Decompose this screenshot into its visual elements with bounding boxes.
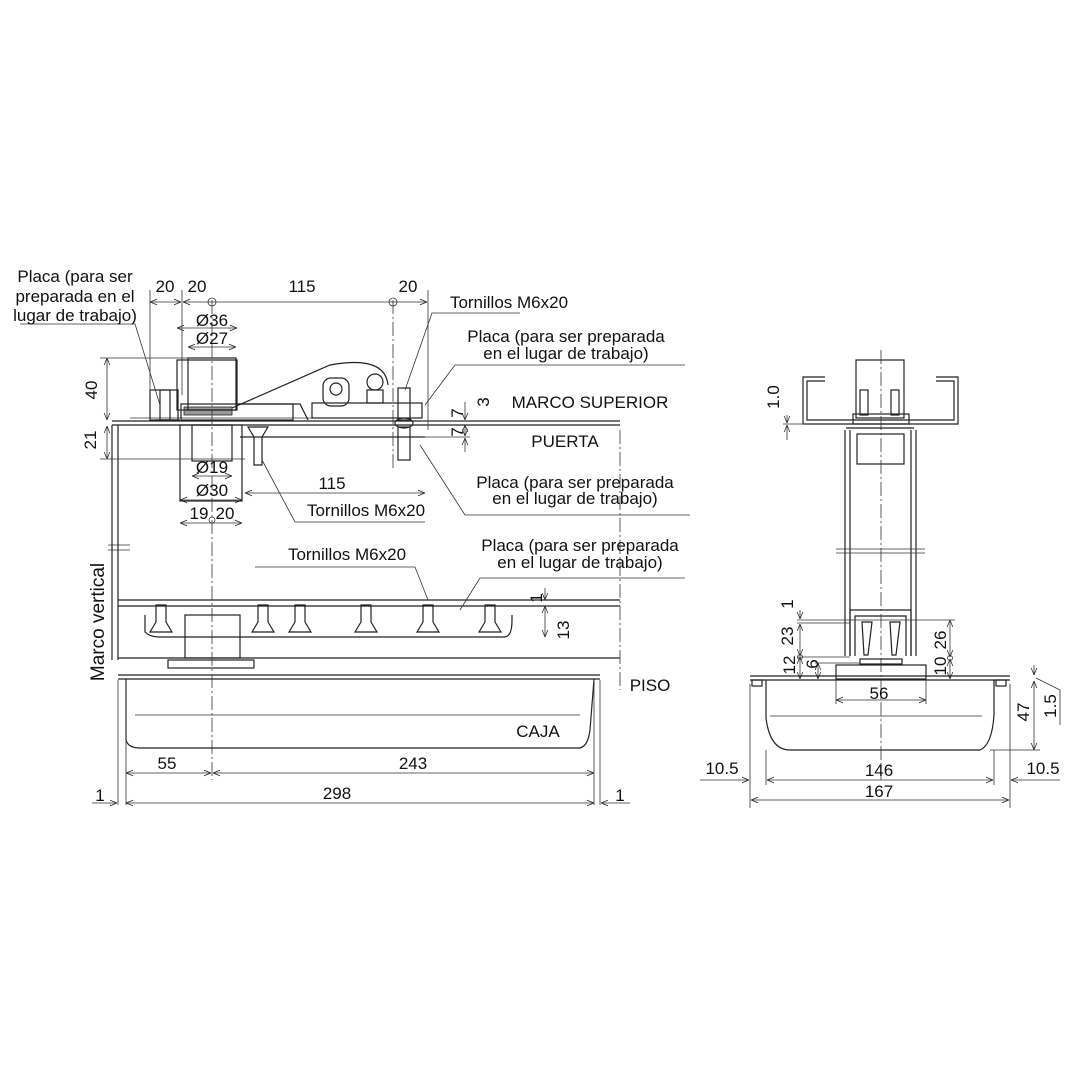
front-dimension-lines — [700, 415, 1061, 808]
box-geometry — [118, 674, 600, 749]
label-caja: CAJA — [516, 722, 560, 741]
dim-1-right: 1 — [615, 786, 624, 805]
front-geometry — [750, 359, 1010, 751]
dim-20-b: 20 — [188, 277, 207, 296]
dim-56: 56 — [870, 684, 889, 703]
side-dimension-lines — [92, 290, 630, 805]
dim-1-left: 1 — [95, 786, 104, 805]
dim-55: 55 — [158, 754, 177, 773]
dim-146: 146 — [865, 761, 893, 780]
dim-dia-27: Ø27 — [196, 329, 228, 348]
dim-26: 26 — [931, 631, 950, 650]
svg-text:Placa (para ser preparada: Placa (para ser preparada — [476, 473, 674, 492]
dim-20-c: 20 — [399, 277, 418, 296]
screw-row — [148, 604, 503, 633]
dim-6: 6 — [803, 659, 822, 668]
svg-text:en el lugar de trabajo): en el lugar de trabajo) — [497, 553, 662, 572]
plate-label-top-left: Placa (para ser preparada en el lugar de… — [13, 267, 137, 325]
dim-20-d: 20 — [216, 504, 235, 523]
dim-115-top: 115 — [288, 277, 315, 296]
dim-10: 10 — [931, 657, 950, 676]
svg-text:Placa (para ser preparada: Placa (para ser preparada — [467, 327, 665, 346]
dim-20-a: 20 — [156, 277, 175, 296]
dim-1-plate: 1 — [527, 593, 546, 602]
dim-40: 40 — [82, 381, 101, 400]
front-view: 1.0 1 23 26 12 6 10 56 47 1.5 10.5 146 1… — [700, 350, 1061, 808]
screws-label-door: Tornillos M6x20 — [307, 501, 425, 520]
dim-10-5-left: 10.5 — [705, 759, 738, 778]
svg-text:preparada en el: preparada en el — [15, 287, 134, 306]
dim-12: 12 — [780, 656, 799, 675]
dim-21: 21 — [81, 431, 100, 450]
dim-23: 23 — [778, 627, 797, 646]
vertical-frame-geometry — [108, 425, 620, 669]
side-view: Placa (para ser preparada en el lugar de… — [13, 267, 690, 805]
dim-10-5-right: 10.5 — [1026, 759, 1059, 778]
dim-47: 47 — [1014, 703, 1033, 722]
dim-7-b: 7 — [448, 427, 467, 436]
dim-1-0: 1.0 — [764, 385, 783, 409]
dim-19: 19 — [190, 504, 209, 523]
screws-label-bottom: Tornillos M6x20 — [288, 545, 406, 564]
label-marco-superior: MARCO SUPERIOR — [512, 393, 669, 412]
dim-dia-19: Ø19 — [196, 458, 228, 477]
label-piso: PISO — [630, 676, 671, 695]
dim-243: 243 — [399, 754, 427, 773]
svg-text:en el lugar de trabajo): en el lugar de trabajo) — [483, 344, 648, 363]
svg-text:Placa (para ser preparada: Placa (para ser preparada — [481, 536, 679, 555]
label-puerta: PUERTA — [531, 432, 599, 451]
screws-label-top: Tornillos M6x20 — [450, 293, 568, 312]
dim-115-door: 115 — [318, 474, 345, 493]
dim-13: 13 — [554, 621, 573, 640]
dim-dia-30: Ø30 — [196, 481, 228, 500]
side-leader-lines — [20, 312, 690, 611]
dim-298: 298 — [323, 784, 351, 803]
svg-text:lugar de trabajo): lugar de trabajo) — [13, 306, 137, 325]
top-frame-geometry — [112, 357, 620, 502]
plate-label-door: Placa (para ser preparada en el lugar de… — [476, 473, 674, 508]
label-marco-vertical: Marco vertical — [88, 563, 109, 681]
dim-1: 1 — [778, 599, 797, 608]
dim-7-a: 7 — [448, 408, 467, 417]
plate-label-bottom: Placa (para ser preparada en el lugar de… — [481, 536, 679, 572]
svg-text:Placa (para ser: Placa (para ser — [17, 267, 133, 286]
dim-1-5: 1.5 — [1041, 694, 1060, 718]
plate-label-top-right: Placa (para ser preparada en el lugar de… — [467, 327, 665, 363]
svg-text:en el lugar de trabajo): en el lugar de trabajo) — [492, 489, 657, 508]
dim-dia-36: Ø36 — [196, 311, 228, 330]
dim-167: 167 — [865, 782, 893, 801]
dim-3: 3 — [474, 397, 493, 406]
